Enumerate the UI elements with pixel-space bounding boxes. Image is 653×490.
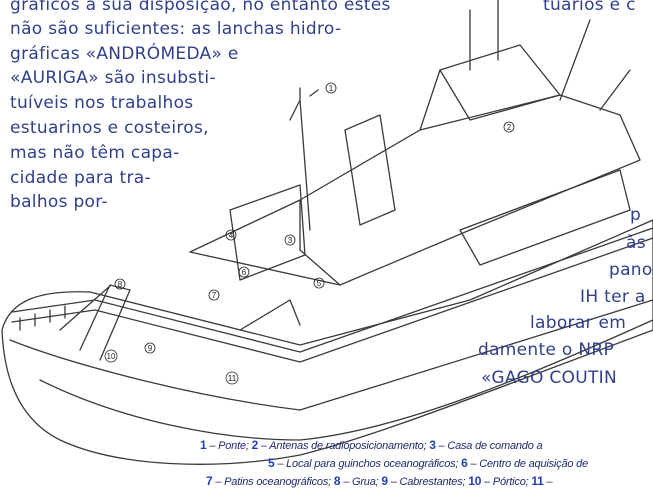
legend-text: –: [543, 476, 553, 488]
legend-line-2: 5 – Local para guinchos oceanográficos; …: [268, 456, 588, 470]
legend-number: 3: [429, 438, 436, 452]
callout-label: 8: [118, 280, 123, 289]
legend-line-1: 1 – Ponte; 2 – Antenas de radioposiciona…: [200, 438, 543, 452]
left-line-9: balhos por-: [10, 192, 108, 212]
left-line-2: não são suficientes: as lanchas hidro-: [10, 19, 342, 39]
legend-text: – Ponte;: [206, 440, 252, 452]
left-line-8: cidade para tra-: [10, 168, 151, 188]
legend-number: 7: [206, 474, 213, 488]
legend-number: 5: [268, 456, 275, 470]
callout-label: 6: [242, 268, 247, 277]
legend-number: 10: [468, 474, 482, 488]
legend-number: 11: [531, 474, 544, 488]
left-line-4: «AURIGA» são insubsti-: [10, 68, 216, 88]
callout-label: 7: [212, 291, 217, 300]
callout-label: 4: [229, 231, 234, 240]
callout-label: 5: [317, 279, 322, 288]
right-line-1: tuários e c: [543, 0, 636, 15]
legend-text: – Antenas de radioposicionamento;: [258, 440, 430, 452]
left-line-6: estuarinos e costeiros,: [10, 118, 209, 138]
callout-label: 1: [329, 84, 334, 93]
left-line-1: gráficos à sua disposição, no entanto es…: [10, 0, 391, 15]
callout-label: 2: [507, 123, 512, 132]
left-line-5: tuíveis nos trabalhos: [10, 93, 194, 113]
callout-label: 10: [107, 352, 116, 361]
callout-label: 3: [288, 236, 293, 245]
legend-number: 8: [333, 474, 341, 488]
legend-text: – Local para guinchos oceanográficos;: [274, 458, 462, 470]
legend-line-3: 7 – Patins oceanográficos; 8 – Grua; 9 –…: [206, 474, 553, 488]
legend-text: – Grua;: [340, 476, 382, 488]
right-line-3: às: [626, 233, 646, 253]
legend-text: – Centro de aquisição de: [467, 458, 589, 470]
right-line-5: IH ter a: [580, 287, 646, 307]
left-line-7: mas não têm capa-: [10, 143, 180, 163]
callout-label: 9: [148, 344, 153, 353]
legend-number: 9: [381, 474, 388, 488]
callout-label: 11: [228, 374, 237, 383]
right-line-2: p: [630, 205, 642, 225]
right-line-4: pano: [609, 260, 653, 280]
legend-text: – Casa de comando a: [435, 440, 543, 452]
right-line-8: «GAGO COUTIN: [481, 368, 617, 388]
legend-text: – Patins oceanográficos;: [212, 476, 334, 488]
legend-text: – Pórtico;: [481, 476, 532, 488]
right-line-7: damente o NRP: [478, 340, 615, 360]
right-line-6: laborar em: [530, 313, 627, 333]
legend-number: 1: [200, 438, 207, 452]
legend-number: 6: [461, 456, 468, 470]
legend-text: – Cabrestantes;: [387, 476, 469, 488]
legend-number: 2: [251, 438, 259, 452]
left-line-3: gráficas «ANDRÓMEDA» e: [10, 44, 239, 64]
